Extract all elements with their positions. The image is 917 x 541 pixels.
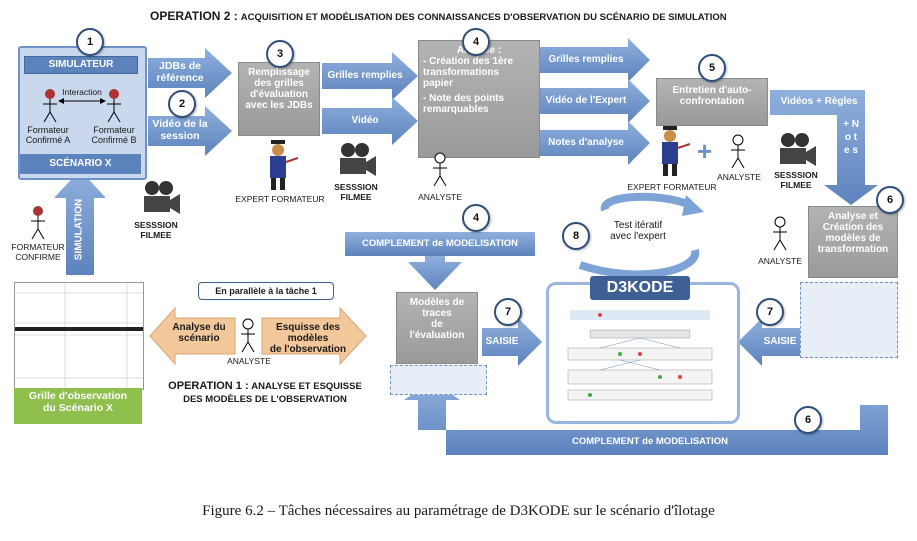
formateur-b-icon — [107, 89, 121, 123]
arrow-video-session — [148, 106, 232, 156]
modeles-traces-box: Modèles de traces de l'évaluation — [396, 292, 478, 364]
arrow-videos-regles — [770, 90, 878, 205]
jdbs-label: JDBs de référence — [156, 60, 204, 84]
d3kode-model-graph — [567, 310, 713, 401]
analyse-scenario-label: Analyse du scénario — [172, 322, 226, 344]
remplissage-box: Remplissage des grilles d'évaluation ave… — [238, 62, 320, 136]
step-4-badge-mid: 4 — [462, 204, 490, 232]
step-7-badge-right: 7 — [756, 298, 784, 326]
operation1-bold: OPERATION 1 : — [168, 380, 249, 392]
scenario-x-label: SCÉNARIO X — [20, 154, 141, 174]
step-1-badge: 1 — [76, 28, 104, 56]
interaction-label: Interaction — [62, 87, 102, 97]
step-2-badge: 2 — [168, 90, 196, 118]
grille-observation-label: Grille d'observation du Scénario X — [14, 388, 142, 424]
entretien-box: Entretien d'auto- confrontation — [656, 78, 768, 126]
step-4-badge-top: 4 — [462, 28, 490, 56]
formateur-a-icon — [43, 89, 57, 123]
arrow-complement-1-bar — [345, 232, 535, 256]
camera-icon-1 — [340, 143, 376, 176]
analyste-icon-1 — [433, 152, 447, 187]
arrow-simulation — [54, 170, 106, 275]
arrow-esquisse — [261, 306, 367, 366]
arrow-complement-1-down — [408, 256, 462, 290]
test-iteratif-label: Test itératif avec l'expert — [610, 220, 666, 242]
traces-form-widget — [390, 365, 487, 395]
saisie-left-label: SAISIE — [485, 336, 519, 347]
analyste-icon-2 — [731, 134, 745, 169]
formateur-confirme-icon — [31, 206, 45, 240]
analyste-label-4: ANALYSTE — [227, 356, 271, 366]
sesssion-filmee-label-3: SESSSION FILMEE — [774, 170, 818, 190]
formateur-b-label: Formateur Confirmé B — [91, 125, 137, 145]
arrow-jdbs — [148, 48, 232, 98]
arrow-video-1 — [322, 97, 418, 145]
step-6-badge-bottom: 6 — [794, 406, 822, 434]
operation1-rest: ANALYSE ET ESQUISSE DES MODÈLES DE L'OBS… — [183, 381, 362, 405]
arrow-complement-2 — [404, 380, 888, 455]
analyse-item2: - Note des points remarquables — [423, 93, 505, 115]
grille-table-lines — [15, 283, 143, 389]
arrow-saisie-left — [482, 318, 542, 366]
simulateur-label: SIMULATEUR — [24, 56, 138, 74]
expert-formateur-label-2: EXPERT FORMATEUR — [627, 182, 717, 192]
grilles-remplies-2-label: Grilles remplies — [548, 54, 624, 65]
video-session-label: Vidéo de la session — [152, 118, 208, 142]
video-expert-label: Vidéo de l'Expert — [545, 95, 627, 106]
arrow-saisie-right — [738, 318, 800, 366]
analyse-creation-box: Analyse et Création des modèles de trans… — [808, 206, 898, 278]
simulation-label: SIMULATION — [73, 198, 85, 261]
notes-analyse-label: Notes d'analyse — [548, 137, 624, 148]
step-6-badge-top: 6 — [876, 186, 904, 214]
arrow-analyse-scenario — [149, 306, 236, 366]
saisie-right-label: SAISIE — [763, 336, 797, 347]
expert-formateur-label-1: EXPERT FORMATEUR — [235, 194, 325, 204]
esquisse-label: Esquisse des modèles de l'observation — [269, 322, 347, 355]
grilles-remplies-1-label: Grilles remplies — [327, 70, 403, 81]
grille-table-image — [14, 282, 144, 390]
camera-icon-2 — [144, 181, 180, 214]
plus-icon: + — [697, 136, 713, 166]
sesssion-filmee-label-2: SESSSION FILMEE — [334, 182, 378, 202]
operation1-title: OPERATION 1 : ANALYSE ET ESQUISSE DES MO… — [150, 380, 380, 406]
operation2-rest: ACQUISITION ET MODÉLISATION DES CONNAISS… — [240, 12, 727, 23]
complement-1-label: COMPLEMENT de MODELISATION — [361, 238, 519, 249]
parallele-box: En parallèle à la tâche 1 — [198, 282, 334, 300]
video-1-label: Vidéo — [351, 115, 379, 126]
interaction-arrow — [58, 98, 106, 104]
analyste-icon-4 — [241, 318, 255, 353]
arrow-test-cycle — [600, 192, 692, 212]
arrow-grilles-2 — [536, 38, 650, 82]
analyse-item1: - Création des 1ère transformations papi… — [423, 56, 514, 89]
formateur-a-label: Formateur Confirmé A — [25, 125, 71, 145]
plus-notes-label: + N o t e s — [843, 119, 859, 156]
step-5-badge: 5 — [698, 54, 726, 82]
analyste-label-2: ANALYSTE — [717, 172, 761, 182]
formateur-confirme-label: FORMATEUR CONFIRME — [11, 242, 65, 262]
videos-regles-label: Vidéos + Règles — [780, 96, 858, 107]
analyste-icon-3 — [773, 216, 787, 251]
complement-2-label: COMPLEMENT de MODELISATION — [571, 436, 729, 447]
step-8-badge: 8 — [562, 222, 590, 250]
sesssion-filmee-label-1: SESSSION FILMEE — [134, 220, 178, 240]
step-7-badge-left: 7 — [494, 298, 522, 326]
camera-icon-3 — [780, 133, 816, 166]
figure-caption: Figure 6.2 – Tâches nécessaires au param… — [202, 503, 715, 519]
operation2-title: OPERATION 2 : ACQUISITION ET MODÉLISATIO… — [150, 9, 790, 23]
transformation-form-widget — [800, 282, 898, 358]
analyse-box: Analyse : - Création des 1ère transforma… — [418, 40, 540, 158]
step-3-badge: 3 — [266, 40, 294, 68]
analyste-label-3: ANALYSTE — [758, 256, 802, 266]
expert-formateur-icon-1 — [270, 140, 298, 190]
analyste-label-1: ANALYSTE — [418, 192, 462, 202]
arrow-grilles-1 — [322, 52, 418, 100]
d3kode-title: D3KODE — [590, 276, 690, 300]
arrow-video-expert — [536, 79, 650, 123]
expert-formateur-icon-2 — [662, 126, 690, 176]
operation2-bold: OPERATION 2 : — [150, 9, 238, 23]
arrow-notes — [536, 121, 650, 165]
